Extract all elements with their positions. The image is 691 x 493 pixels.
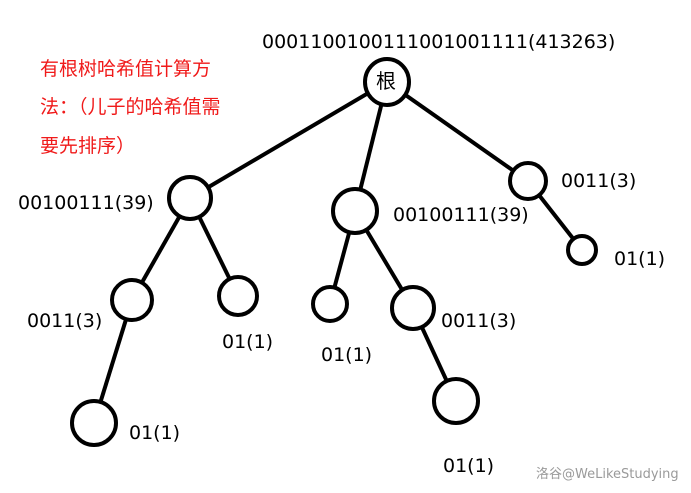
node-c1: [566, 234, 598, 266]
node-b1: [311, 285, 349, 323]
node-a2: [217, 275, 259, 317]
node-a1-hash: 0011(3): [27, 310, 103, 332]
node-a-hash: 00100111(39): [18, 192, 154, 214]
node-b: [331, 187, 379, 235]
node-root: [363, 57, 411, 107]
node-c-hash: 0011(3): [561, 170, 637, 192]
node-a: [167, 175, 213, 221]
node-b-hash: 00100111(39): [393, 204, 529, 226]
node-b21-hash: 01(1): [443, 455, 495, 477]
root-hash-label: 0001100100111001001111(413263): [262, 31, 616, 53]
node-c: [508, 161, 548, 201]
node-a11: [70, 399, 118, 447]
node-b2-hash: 0011(3): [441, 310, 517, 332]
node-a2-hash: 01(1): [222, 331, 274, 353]
node-b2: [390, 285, 436, 331]
node-b1-hash: 01(1): [321, 344, 373, 366]
edge-root-a: [188, 80, 389, 200]
note-line-3: 要先排序）: [40, 135, 136, 157]
node-a11-hash: 01(1): [129, 422, 181, 444]
watermark: 洛谷@WeLikeStudying: [536, 467, 679, 482]
root-label: 根: [376, 69, 396, 93]
node-a1: [110, 278, 154, 322]
note-line-2: 法：（儿子的哈希值需: [40, 96, 221, 118]
edge-root-c: [385, 80, 530, 183]
note-line-1: 有根树哈希值计算方: [40, 58, 212, 80]
node-b21: [432, 377, 480, 425]
node-c1-hash: 01(1): [614, 248, 666, 270]
